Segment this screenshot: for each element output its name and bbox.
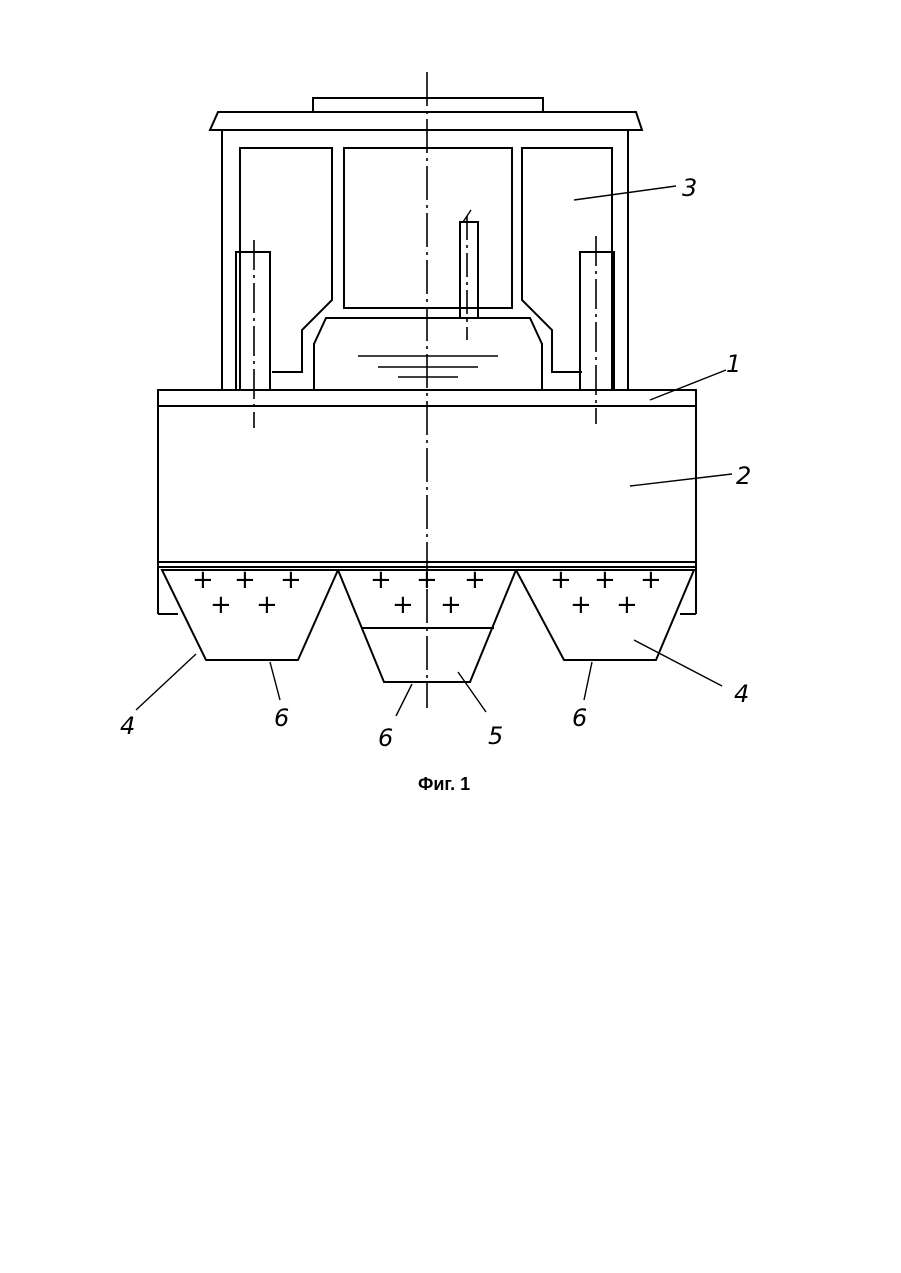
plus-mark: + <box>370 565 392 595</box>
leader-lines <box>136 186 732 716</box>
plus-mark: + <box>392 590 414 620</box>
plus-mark: + <box>640 565 662 595</box>
callout-6-left: 6 <box>274 704 289 732</box>
callout-4-left: 4 <box>120 712 135 740</box>
plus-mark: + <box>280 565 302 595</box>
plus-mark: + <box>210 590 232 620</box>
callout-4-right: 4 <box>734 680 749 708</box>
callout-2: 2 <box>736 462 751 490</box>
callout-1: 1 <box>726 350 741 378</box>
callout-6-right: 6 <box>572 704 587 732</box>
plus-mark: + <box>616 590 638 620</box>
plus-mark: + <box>550 565 572 595</box>
plus-mark: + <box>416 565 438 595</box>
plus-mark: + <box>234 565 256 595</box>
plus-mark: + <box>256 590 278 620</box>
plus-mark: + <box>464 565 486 595</box>
callout-3: 3 <box>682 174 697 202</box>
callout-5: 5 <box>488 722 503 750</box>
callout-6-mid: 6 <box>378 724 393 752</box>
pillars <box>236 210 614 390</box>
plus-mark: + <box>594 565 616 595</box>
plus-mark: + <box>570 590 592 620</box>
callouts: 3 1 2 4 4 6 6 5 6 <box>120 174 751 752</box>
figure-caption: Фиг. 1 <box>418 774 470 794</box>
cabin <box>210 98 642 390</box>
plus-mark: + <box>440 590 462 620</box>
